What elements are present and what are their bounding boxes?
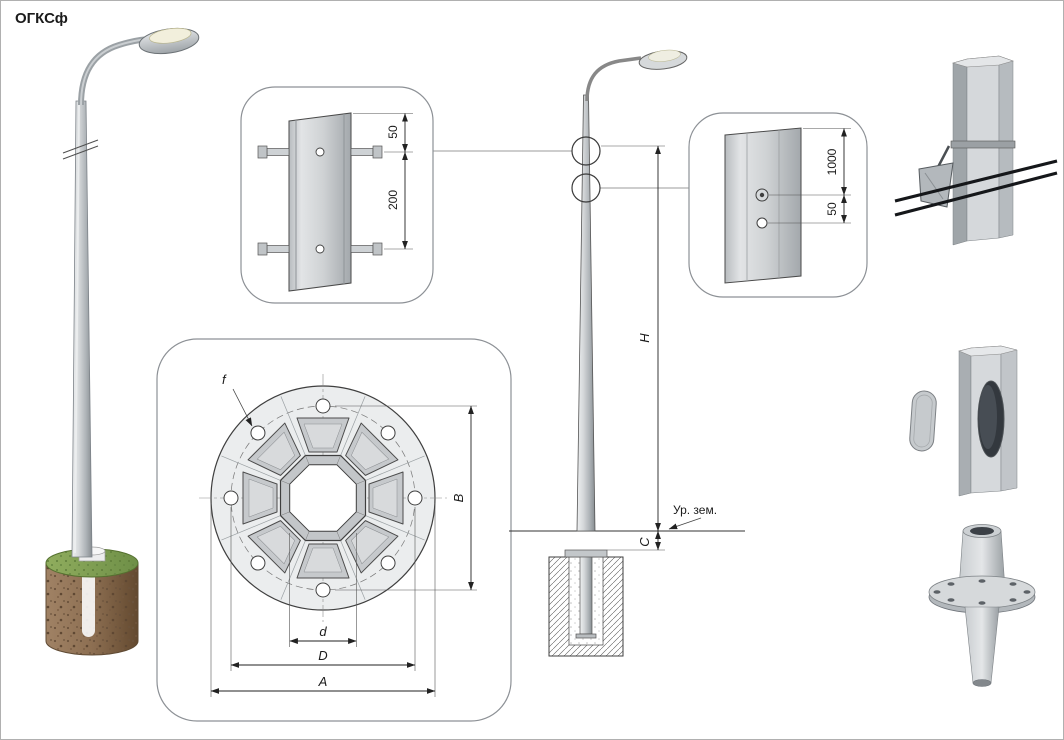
- cable-lower: [894, 171, 1058, 217]
- dim-label-C: C: [637, 537, 652, 547]
- dim-label-A: A: [318, 674, 328, 689]
- pole-band: [950, 140, 1016, 149]
- cable-clamp-detail: [894, 55, 1058, 246]
- dim-label-50-right: 50: [825, 202, 839, 216]
- dim-label-H: H: [637, 333, 652, 343]
- pole-tube-inner: [289, 464, 357, 532]
- detail-callout-flange: f B d D A: [156, 338, 512, 722]
- detail-marker-upper: [571, 136, 601, 166]
- base-flange-elevation: [564, 549, 608, 558]
- detail-callout-top: 50 200: [240, 86, 434, 304]
- dim-label-1000: 1000: [825, 148, 839, 175]
- pole-elevation: H C Ур. зем.: [509, 49, 745, 657]
- detail-callout-right: 1000 50: [688, 112, 868, 298]
- cable-upper: [894, 159, 1058, 203]
- foundation-3d: [45, 546, 139, 656]
- dim-label-D: D: [318, 648, 327, 663]
- dim-label-200: 200: [386, 190, 400, 210]
- ground-level-label: Ур. зем.: [673, 503, 717, 517]
- pole-shaft-elevation: [576, 94, 596, 532]
- hand-hole-cover: [909, 390, 937, 452]
- wedge-clamp: [918, 162, 954, 208]
- dim-label-f: f: [222, 372, 227, 387]
- dim-label-50-top: 50: [386, 125, 400, 139]
- dim-label-B: B: [451, 493, 466, 502]
- base-flange-detail: [928, 524, 1036, 687]
- lamp-head-elevation: [638, 49, 688, 70]
- tube-corner-lines: [280, 455, 366, 541]
- lamp-arm-elevation: [585, 56, 642, 102]
- bolt-row-upper: [257, 145, 383, 159]
- flange-gusset-highlights: [248, 423, 398, 573]
- bolt-row-lower: [257, 242, 383, 256]
- flange-bolt-holes: [223, 398, 423, 598]
- dim-label-d: d: [319, 624, 327, 639]
- detail-marker-lower: [571, 173, 601, 203]
- flange-bolt-holes-3d: [933, 579, 1031, 605]
- page-title: ОГКСф: [15, 10, 68, 27]
- hand-hole-detail: [909, 345, 1018, 497]
- cable-hole: [756, 217, 768, 229]
- pole-3d-render: [45, 27, 200, 656]
- lamp-head-3d: [138, 27, 200, 55]
